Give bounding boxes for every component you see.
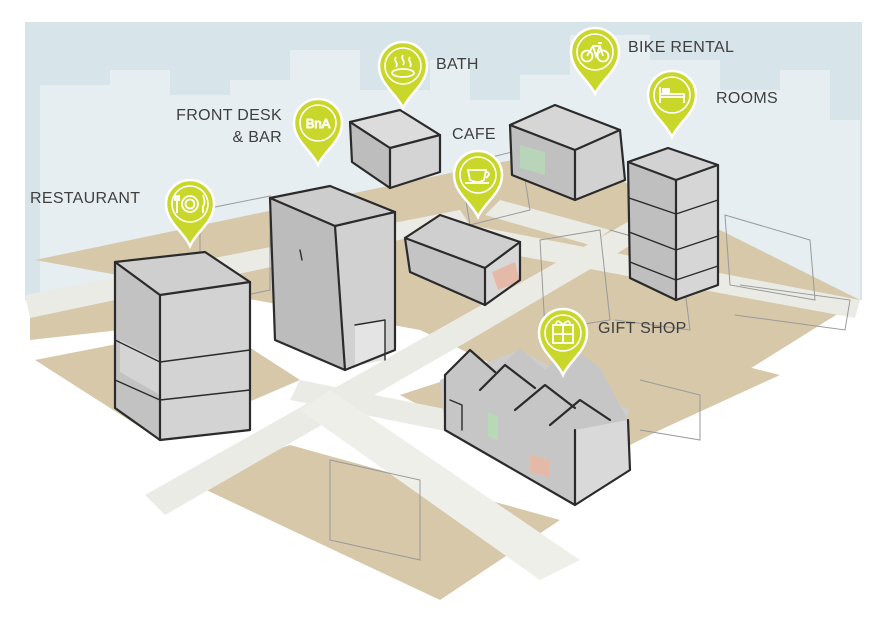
cafe-pin[interactable]	[452, 149, 504, 219]
label-front-desk-line2: & BAR	[232, 129, 282, 146]
bike-rental-pin[interactable]	[569, 26, 621, 96]
label-rooms: ROOMS	[716, 90, 778, 107]
gift-shop-pin[interactable]	[537, 307, 589, 377]
rooms-pin[interactable]	[646, 69, 698, 139]
label-gift-shop: GIFT SHOP	[598, 320, 687, 337]
rooms-building	[626, 146, 720, 302]
label-cafe: CAFE	[452, 126, 496, 143]
bike-rental-building	[508, 103, 627, 202]
label-front-desk-line1: FRONT DESK	[176, 107, 282, 124]
front-desk-building	[268, 184, 397, 372]
svg-text:BnA: BnA	[306, 116, 331, 131]
gift-box-icon	[552, 320, 574, 344]
bath-pin[interactable]	[377, 40, 429, 110]
label-restaurant: RESTAURANT	[30, 190, 141, 207]
hot-spring-icon	[391, 54, 415, 78]
label-bike-rental: BIKE RENTAL	[628, 39, 735, 56]
restaurant-pin[interactable]	[164, 178, 216, 248]
restaurant-building	[113, 250, 252, 442]
bna-logo-icon: BnA	[305, 116, 331, 132]
label-bath: BATH	[436, 56, 479, 73]
plate-cutlery-icon	[174, 194, 206, 213]
cafe-building	[403, 213, 522, 307]
bath-building	[348, 108, 442, 190]
gift-shop-building	[440, 346, 632, 507]
coffee-cup-icon	[465, 169, 490, 184]
bicycle-icon	[580, 42, 610, 63]
front-desk-pin[interactable]: BnA	[292, 97, 344, 167]
bed-icon	[659, 87, 685, 103]
